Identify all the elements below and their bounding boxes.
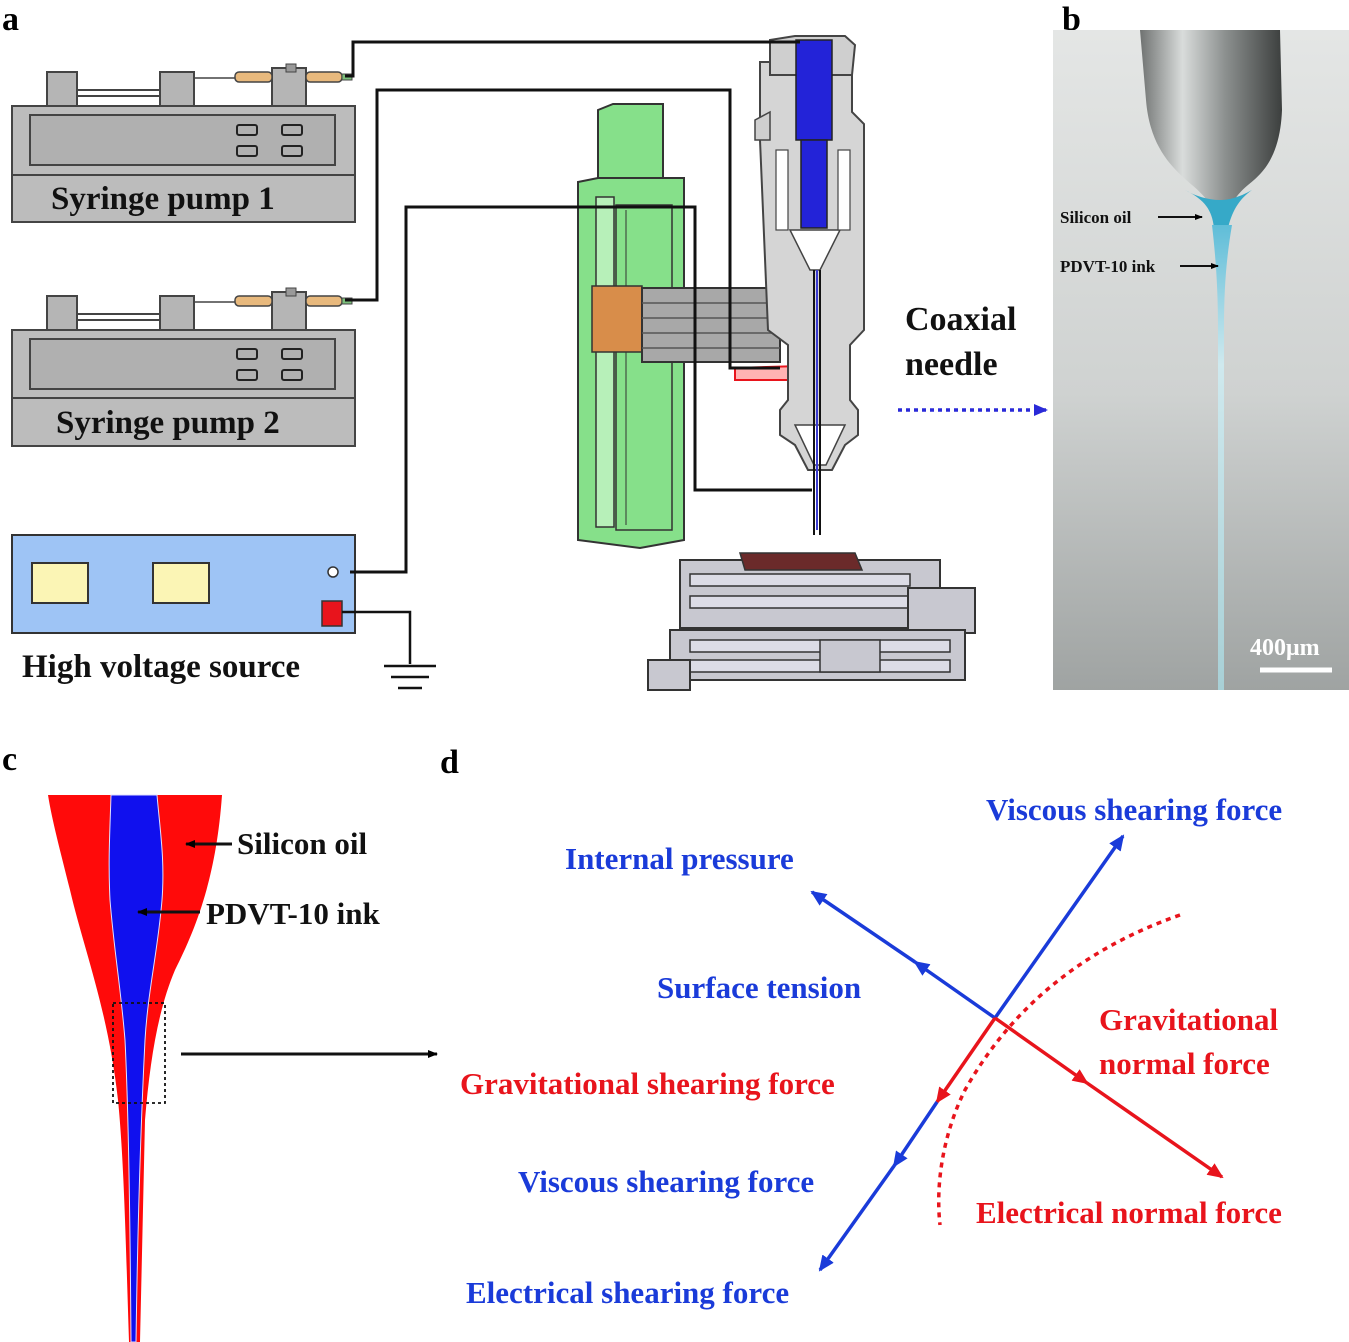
syringe-pump-2	[11, 287, 356, 447]
high-voltage-source-label: High voltage source	[22, 649, 300, 685]
force-diagram	[810, 834, 1224, 1272]
label-surface-tension: Surface tension	[657, 970, 861, 1005]
label-gravitational-shearing: Gravitational shearing force	[460, 1066, 835, 1101]
wires	[345, 40, 812, 574]
vertical-stage	[577, 103, 685, 550]
panel-label-a: a	[2, 1, 19, 38]
photo-oil-label: Silicon oil	[1060, 208, 1132, 227]
photo-ink-label: PDVT-10 ink	[1060, 257, 1156, 276]
label-gravitational-normal-2: normal force	[1099, 1046, 1270, 1081]
ground-icon	[342, 610, 436, 690]
cone-oil-label: Silicon oil	[237, 826, 367, 861]
label-gravitational-normal-1: Gravitational	[1099, 1002, 1278, 1037]
label-internal-pressure: Internal pressure	[565, 841, 794, 876]
label-viscous-shearing-down: Viscous shearing force	[518, 1164, 814, 1199]
coaxial-needle-label-line1: Coaxial	[905, 301, 1016, 338]
high-voltage-source	[11, 534, 356, 634]
label-electrical-normal: Electrical normal force	[976, 1195, 1282, 1230]
coaxial-needle-label-line2: needle	[905, 346, 998, 383]
syringe-pump-2-label: Syringe pump 2	[56, 405, 280, 441]
syringe-pump-1	[11, 63, 356, 223]
cone-jet-section	[48, 794, 222, 1342]
scale-bar-label: 400μm	[1250, 635, 1320, 661]
label-viscous-shearing-up: Viscous shearing force	[986, 792, 1282, 827]
xy-stage	[647, 552, 976, 691]
cone-ink-label: PDVT-10 ink	[206, 896, 380, 931]
panel-label-d: d	[440, 744, 459, 781]
panel-label-b: b	[1062, 1, 1081, 38]
syringe-pump-1-label: Syringe pump 1	[51, 181, 275, 217]
coaxial-needle-assembly	[754, 35, 865, 535]
microscope-photo	[1053, 30, 1349, 690]
label-electrical-shearing: Electrical shearing force	[466, 1275, 789, 1310]
panel-label-c: c	[2, 741, 17, 778]
